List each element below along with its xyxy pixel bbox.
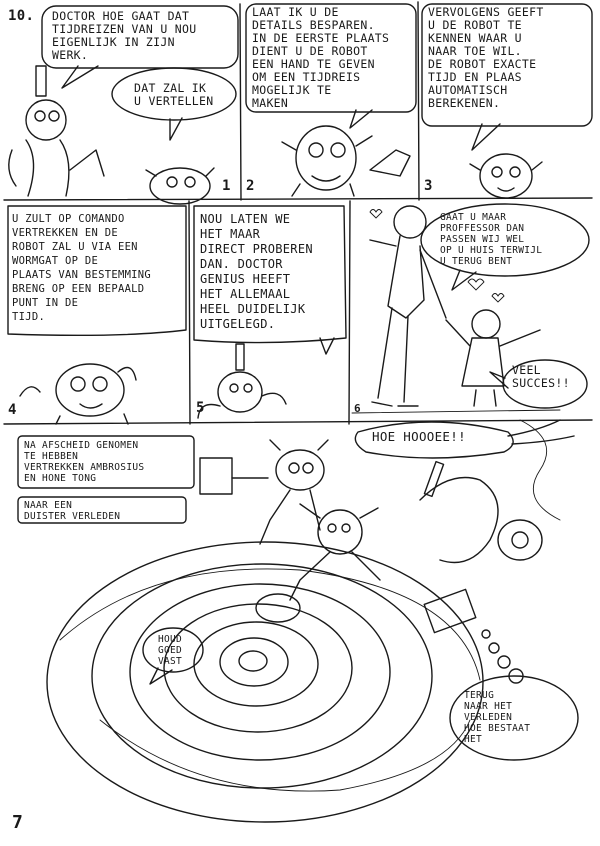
- wormhole-spiral: [46, 541, 484, 823]
- panel-7-travellers: [199, 419, 561, 634]
- panel-1-figures: [8, 65, 215, 205]
- page-number-top: 10.: [8, 8, 35, 24]
- panel-3-balloon: VERVOLGENS GEEFT U DE ROBOT TE KENNEN WA…: [428, 5, 544, 110]
- panel-1-balloon-2: DAT ZAL IK U VERTELLEN: [134, 81, 214, 108]
- panel-number-2: 2: [246, 178, 255, 194]
- panel-4-figure: [19, 363, 137, 425]
- panel-number-3: 3: [424, 178, 433, 194]
- panel-6-balloon-1: GAAT U MAAR PROFFESSOR DAN PASSEN WIJ WE…: [440, 212, 543, 267]
- panel-2-balloon: LAAT IK U DE DETAILS BESPAREN. IN DE EER…: [252, 5, 390, 110]
- panel-1-balloon-1: DOCTOR HOE GAAT DAT TIJDREIZEN VAN U NOU…: [52, 9, 197, 62]
- balloon-outlines: [7, 3, 593, 761]
- panel-2-figure: [281, 125, 411, 197]
- panel-5-balloon: NOU LATEN WE HET MAAR DIRECT PROBEREN DA…: [200, 212, 313, 331]
- panel-number-5: 5: [196, 400, 205, 416]
- panel-6-figures: [369, 205, 541, 407]
- panel-number-1: 1: [222, 178, 231, 194]
- panel-5-figure: [197, 343, 287, 419]
- panel-7-balloon-back-to-past: TERUG NAAR HET VERLEDEN HOE BESTAAT HET: [464, 690, 531, 745]
- panel-number-6: 6: [354, 402, 361, 415]
- panel-4-balloon: U ZULT OP COMANDO VERTREKKEN EN DE ROBOT…: [12, 213, 152, 323]
- page-number-bottom: 7: [12, 812, 24, 833]
- panel-6-balloon-2: VEEL SUCCES!!: [512, 363, 570, 390]
- panel-7-balloon-shout: HOE HOOOEE!!: [372, 429, 466, 444]
- panel-7-caption-1: NA AFSCHEID GENOMEN TE HEBBEN VERTREKKEN…: [24, 440, 145, 484]
- panel-borders: [3, 1, 593, 425]
- panel-3-figure: [469, 153, 543, 199]
- panel-7-balloon-hold-on: HOUD GOED VAST: [158, 634, 183, 667]
- panel-number-4: 4: [8, 402, 17, 418]
- panel-7-caption-2: NAAR EEN DUISTER VERLEDEN: [24, 500, 121, 522]
